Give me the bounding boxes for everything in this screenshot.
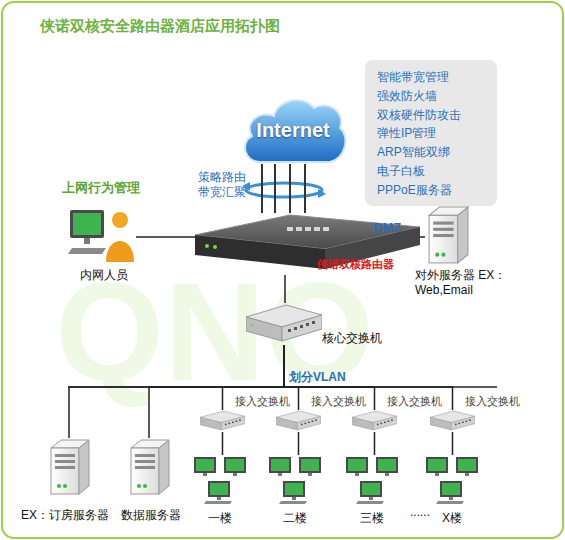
connector: [285, 275, 286, 303]
user-pc-shape: [68, 210, 134, 262]
floor-pcs-icon: [342, 455, 402, 505]
booking-server-icon: [47, 438, 91, 496]
node-text: 双核硬件防攻击: [377, 108, 461, 123]
floor-pcs-icon: [422, 455, 482, 505]
node-text: 电子白板: [377, 164, 425, 179]
access-switch-icon: [430, 410, 475, 432]
floor-pcs-shape: [426, 457, 478, 504]
node-text: 接入交换机: [235, 395, 290, 409]
user-pc-icon: [66, 204, 136, 264]
diagram-title: 侠诺双核安全路由器酒店应用拓扑图: [40, 17, 280, 36]
connector: [452, 432, 453, 455]
floor-pcs: X楼: [422, 455, 482, 505]
node-text: 智能带宽管理: [377, 70, 449, 85]
node-text: EX：订房服务器: [21, 508, 109, 523]
node-text: 三楼: [342, 511, 402, 526]
booking-server-shape: [51, 440, 89, 494]
connector-line: [284, 275, 286, 303]
connector-line: [222, 432, 224, 455]
node-text: 接入交换机: [465, 395, 520, 409]
node-text: 接入交换机: [311, 395, 366, 409]
connector-line: [374, 432, 376, 455]
connector: [262, 164, 305, 213]
node-text: 二楼: [265, 511, 325, 526]
edge-label: 策略路由 带宽汇聚: [198, 170, 250, 200]
ring-arrowhead: [318, 189, 326, 198]
vlan-note: 划分VLAN: [289, 370, 346, 385]
access-switch-icon: [352, 410, 397, 432]
floor-pcs-icon: [265, 455, 325, 505]
connector-line: [136, 236, 195, 238]
connector-line: [452, 432, 454, 455]
floor-pcs-shape: [269, 457, 321, 504]
access-switch: 接入交换机: [352, 410, 397, 432]
floor-pcs: 三楼: [342, 455, 402, 505]
node-text: 弹性IP管理: [377, 126, 436, 141]
data-server-icon: [127, 438, 171, 496]
connector: [222, 432, 223, 455]
access-switch-shape: [276, 411, 321, 430]
connector-line: [274, 164, 276, 213]
dmz-server: 对外服务器 EX：Web,Email: [425, 205, 470, 265]
access-switch: 接入交换机: [276, 410, 321, 432]
node-text: 上网行为管理: [62, 180, 140, 196]
connector-line: [261, 164, 263, 213]
aggregation-ring: [246, 183, 322, 197]
node-text: 数据服务器: [121, 508, 181, 523]
access-switch: 接入交换机: [430, 410, 475, 432]
core-switch: 核心交换机: [246, 303, 322, 345]
node-text: Internet: [238, 118, 348, 143]
internet-cloud: Internet: [238, 92, 348, 164]
access-switch-shape: [200, 411, 245, 430]
floor-pcs-icon: [190, 455, 250, 505]
node-text: ARP智能双绑: [377, 145, 450, 160]
node-text: PPPoE服务器: [377, 183, 452, 198]
data-server: 数据服务器: [127, 438, 171, 496]
access-switch-icon: [276, 410, 321, 432]
user-pc: 上网行为管理内网人员: [66, 204, 136, 264]
node-text: 强效防火墙: [377, 89, 437, 104]
node-text: 核心交换机: [322, 331, 382, 346]
data-server-shape: [131, 440, 169, 494]
floor-pcs: 二楼: [265, 455, 325, 505]
connector-line: [289, 164, 291, 213]
access-switch-shape: [352, 411, 397, 430]
connector: [298, 432, 299, 455]
edge-label: DMZ: [373, 220, 401, 236]
node-text: 对外服务器 EX：Web,Email: [415, 268, 515, 298]
node-text: 接入交换机: [387, 395, 442, 409]
floor-pcs-shape: [194, 457, 246, 504]
floor-pcs-shape: [346, 457, 398, 504]
dmz-server-shape: [429, 207, 468, 263]
connector: [420, 237, 425, 238]
connector-line: [298, 432, 300, 455]
node-text: 侠诺双核路由器: [317, 258, 394, 272]
connector-line: [304, 164, 306, 213]
dmz-server-icon: [425, 205, 470, 265]
access-switch: 接入交换机: [200, 410, 245, 432]
floor-pcs: 一楼: [190, 455, 250, 505]
node-text: 内网人员: [80, 268, 128, 283]
access-switch-icon: [200, 410, 245, 432]
connector: [136, 237, 195, 238]
ellipsis-note: ......: [410, 505, 430, 520]
booking-server: EX：订房服务器: [47, 438, 91, 496]
node-text: X楼: [422, 511, 482, 526]
feature-box: 智能带宽管理强效防火墙双核硬件防攻击弹性IP管理 ARP智能双绑电子白板 PPPoE…: [365, 60, 497, 206]
node-text: 一楼: [190, 511, 250, 526]
access-switch-shape: [430, 411, 475, 430]
core-switch-icon: [246, 303, 322, 345]
connector-line: [420, 236, 425, 238]
connector: [374, 432, 375, 455]
